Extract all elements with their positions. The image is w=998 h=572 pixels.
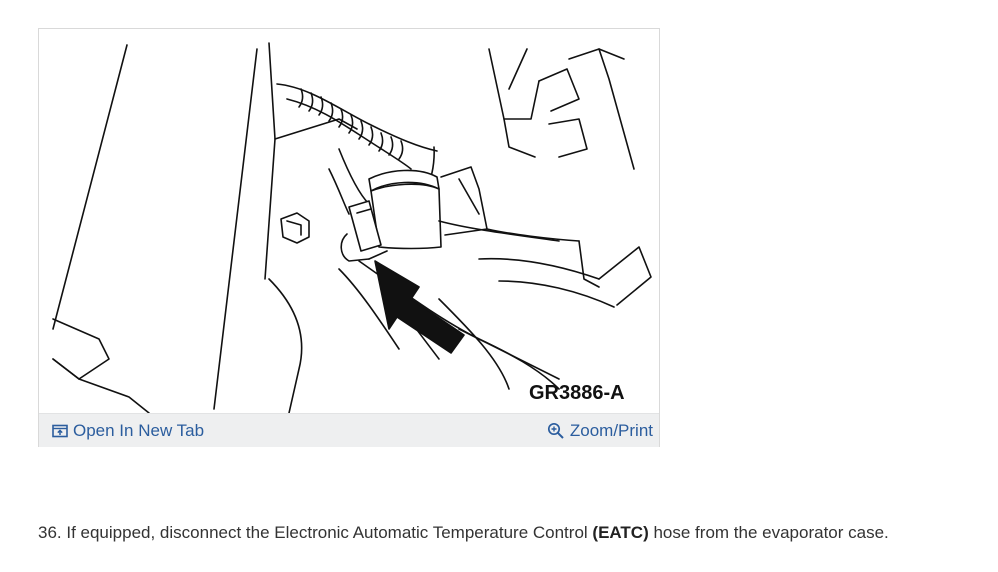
open-in-new-tab-label: Open In New Tab [73, 421, 205, 440]
zoom-print-label: Zoom/Print [569, 421, 653, 440]
procedure-step: 36. If equipped, disconnect the Electron… [38, 523, 978, 543]
open-in-new-tab-icon [52, 424, 68, 438]
figure-card: GR3886-A Open In New Tab Zoom/Print [38, 28, 660, 447]
technical-illustration: GR3886-A [52, 42, 652, 413]
open-in-new-tab-link[interactable]: Open In New Tab [52, 420, 204, 442]
zoom-print-link[interactable]: Zoom/Print [547, 420, 653, 442]
figure-toolbar: Open In New Tab Zoom/Print [39, 413, 659, 447]
step-text-emphasis: (EATC) [592, 523, 649, 542]
figure-code: GR3886-A [529, 382, 625, 404]
step-text-prefix: 36. If equipped, disconnect the Electron… [38, 523, 593, 542]
step-text-suffix: hose from the evaporator case. [648, 523, 889, 542]
magnifier-zoom-icon [547, 422, 564, 439]
